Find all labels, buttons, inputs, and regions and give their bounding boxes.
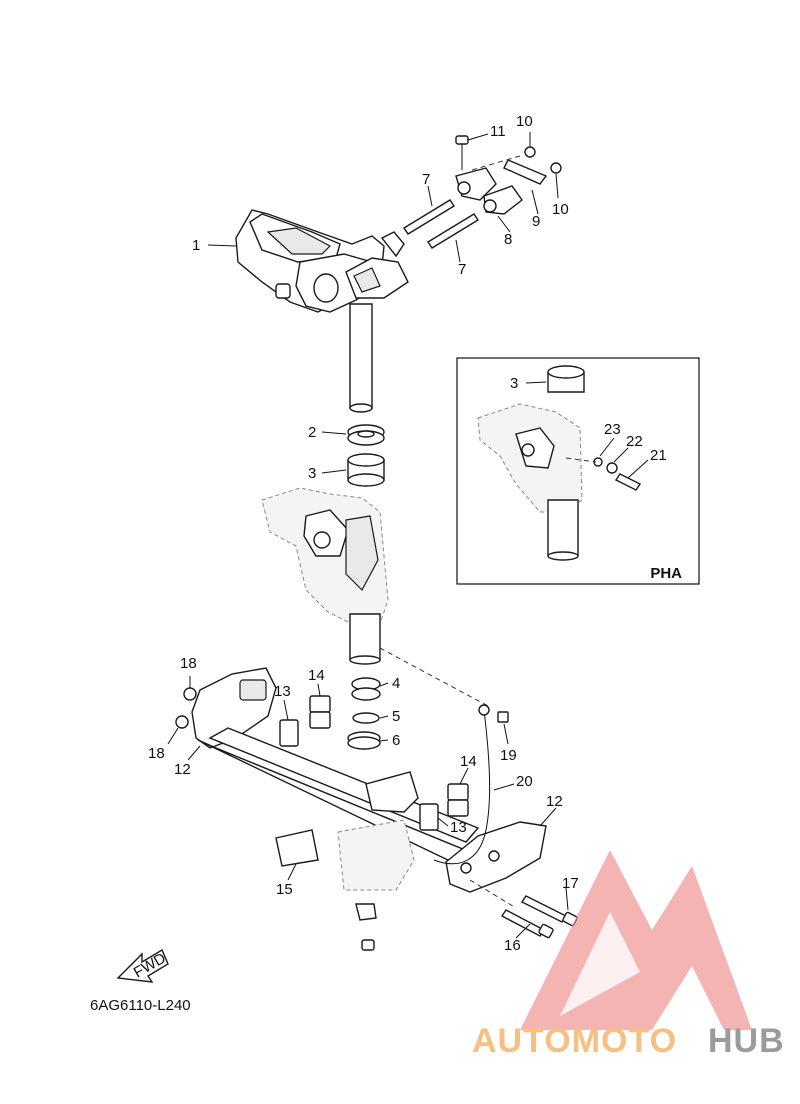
callout-19: 19 [500,747,517,764]
swivel-bracket-phantom [261,487,489,707]
callout-8: 8 [504,231,512,248]
watermark-logo-icon [520,850,752,1030]
callout-numbers: 1 2 3 4 5 6 7 7 8 9 10 10 11 12 12 13 13… [148,113,667,954]
callout-1: 1 [192,237,200,254]
steering-bracket-assembly [235,135,562,413]
callout-10-upper: 10 [516,113,533,130]
callout-7-lower: 7 [458,261,466,278]
callout-22: 22 [626,433,643,450]
callout-4: 4 [392,675,400,692]
callout-leaders [167,132,649,939]
callout-13-right: 13 [450,819,467,836]
callout-20: 20 [516,773,533,790]
watermark-text-secondary: HUB [708,1022,785,1060]
callout-11: 11 [490,123,506,140]
callout-13-left: 13 [274,683,291,700]
callout-21: 21 [650,447,667,464]
bushing-group [347,424,385,487]
callout-6: 6 [392,732,400,749]
callout-18-upper: 18 [180,655,197,672]
fwd-arrow-icon: FWD [116,948,169,983]
callout-3-inset: 3 [510,375,518,392]
callout-12-right: 12 [546,793,563,810]
callout-23: 23 [604,421,621,438]
callout-14-right: 14 [460,753,477,770]
callout-7-upper: 7 [422,171,430,188]
callout-3: 3 [308,465,316,482]
pha-inset: PHA [456,357,700,585]
watermark-text-primary: AUTOMOTO [472,1022,677,1060]
diagram-code: 6AG6110-L240 [90,997,191,1014]
callout-12-left: 12 [174,761,191,778]
callout-18-lower: 18 [148,745,165,762]
watermark: AUTOMOTO HUB [472,850,785,1060]
callout-5: 5 [392,708,400,725]
callout-15: 15 [276,881,293,898]
callout-17: 17 [562,875,579,892]
callout-14-left: 14 [308,667,325,684]
callout-10-lower: 10 [552,201,569,218]
lower-mount-assembly [175,667,578,951]
callout-16: 16 [504,937,521,954]
callout-9: 9 [532,213,540,230]
inset-label: PHA [650,565,682,582]
callout-2: 2 [308,424,316,441]
